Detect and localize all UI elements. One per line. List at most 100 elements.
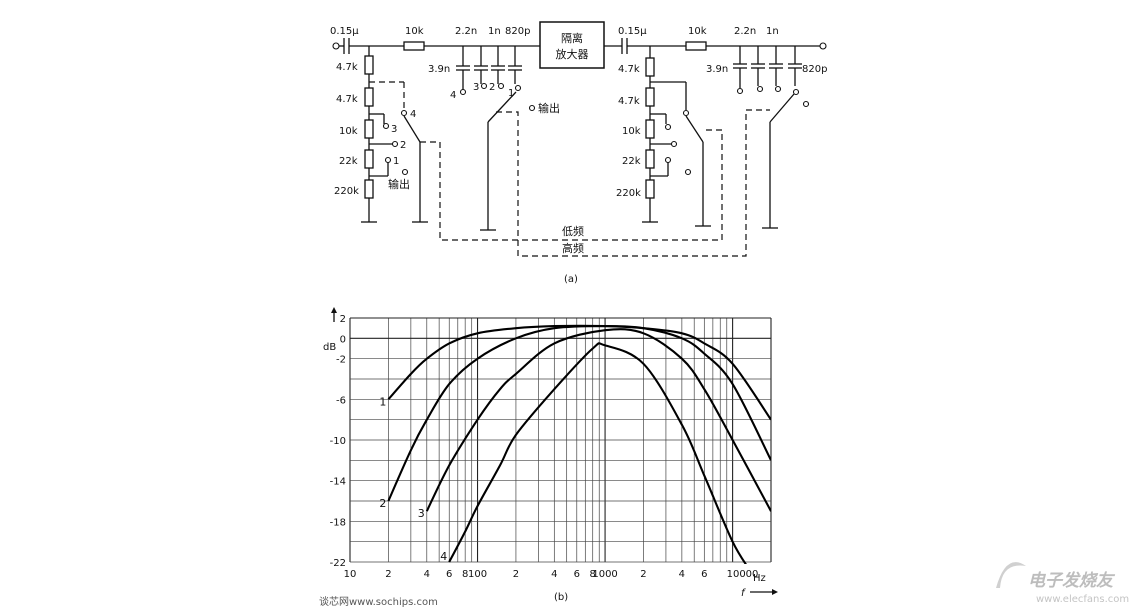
cap-1n-label: 1n <box>488 26 501 37</box>
ladder-resistor-22k <box>364 149 374 169</box>
low-freq-label: 低频 <box>562 224 584 238</box>
x-tick-label: 6 <box>446 569 452 580</box>
stage2-ladder-label-3: 10k <box>622 126 641 137</box>
x-tick-label: 2 <box>640 569 646 580</box>
x-axis-arrowhead <box>772 589 778 595</box>
watermark-sochips: 谈芯网www.sochips.com <box>319 595 438 608</box>
x-tick-label: 10000 <box>727 569 759 580</box>
response-curve-4 <box>448 342 747 564</box>
x-tick-label: 2 <box>513 569 519 580</box>
selector-switch-hf-1: 输出 <box>480 91 560 231</box>
response-curve-2 <box>387 325 771 502</box>
caption-a: (a) <box>564 274 578 285</box>
svg-text:3: 3 <box>391 124 397 135</box>
logo-text: 电子发烧友 <box>1028 571 1116 591</box>
y-tick-label: 2 <box>340 314 346 325</box>
curve-label-4: 4 <box>440 550 447 563</box>
x-tick-label: 1000 <box>592 569 617 580</box>
ladder-resistor-4k7-a <box>364 55 374 75</box>
chart-grid <box>349 317 772 563</box>
input-capacitor-label: 0.15μ <box>330 26 359 37</box>
cap-3n9-label: 3.9n <box>428 64 450 75</box>
logo-url: www.elecfans.com <box>1036 594 1129 605</box>
svg-text:1: 1 <box>393 156 399 167</box>
amp-label-1: 隔离 <box>561 31 583 45</box>
gang-link-dashed: 低频 高频 <box>420 109 770 257</box>
stage2-ladder-label-5: 220k <box>616 188 641 199</box>
high-freq-label: 高频 <box>562 241 584 255</box>
x-tick-label: 4 <box>679 569 685 580</box>
y-tick-label: -2 <box>336 355 346 366</box>
x-tick-label: 4 <box>551 569 557 580</box>
resistor-ladder-1: 4.7k 4.7k 10k 22k 220k 3 2 1 <box>334 46 428 223</box>
ladder-label-5: 220k <box>334 186 359 197</box>
x-tick-label: 100 <box>468 569 487 580</box>
output-label-upper: 输出 <box>538 101 560 115</box>
stage2-cap-1n: 1n <box>766 26 779 37</box>
ladder-resistor-220k <box>364 179 374 199</box>
curve-label-1: 1 <box>379 395 386 408</box>
amp-label-2: 放大器 <box>556 47 589 61</box>
output-label-lower: 输出 <box>388 177 410 191</box>
x-axis-label: f <box>741 588 746 599</box>
y-tick-label: -6 <box>336 395 346 406</box>
stage2-cap-label: 0.15μ <box>618 26 647 37</box>
y-tick-label: -22 <box>330 558 346 569</box>
stage2-cap-2n2: 2.2n <box>734 26 756 37</box>
caption-b: (b) <box>554 592 568 603</box>
y-axis-arrowhead <box>331 307 337 313</box>
y-tick-label: -18 <box>330 517 346 528</box>
stage2-ladder-label-4: 22k <box>622 156 641 167</box>
y-axis-label: dB <box>323 342 336 353</box>
svg-text:2: 2 <box>400 140 406 151</box>
cap-2n2-label: 2.2n <box>455 26 477 37</box>
watermark-logo: 电子发烧友 www.elecfans.com <box>996 562 1129 605</box>
stage2-resistor-label: 10k <box>688 26 707 37</box>
ladder-label-2: 4.7k <box>336 94 358 105</box>
capacitor-bank-2 <box>733 46 810 108</box>
ladder-label-4: 22k <box>339 156 358 167</box>
resistor-ladder-2: 4.7k 4.7k 10k 22k 220k <box>616 46 711 227</box>
x-tick-label: 6 <box>574 569 580 580</box>
stage2-ladder-label-2: 4.7k <box>618 96 640 107</box>
x-tick-label: 10 <box>344 569 357 580</box>
ladder-resistor-10k <box>364 119 374 139</box>
svg-text:2: 2 <box>489 82 495 93</box>
output-terminal <box>819 42 827 50</box>
svg-text:3: 3 <box>473 82 479 93</box>
stage2-series-resistor <box>685 41 707 51</box>
x-tick-label: 2 <box>385 569 391 580</box>
curve-labels: 1 2 3 4 <box>379 395 447 563</box>
cap-820p-label: 820p <box>505 26 530 37</box>
x-tick-label: 4 <box>424 569 430 580</box>
series-resistor <box>403 41 425 51</box>
x-tick-label: 6 <box>701 569 707 580</box>
svg-text:1: 1 <box>508 88 514 99</box>
x-tick-label: 8 <box>590 569 596 580</box>
y-tick-label: -10 <box>330 436 346 447</box>
svg-text:4: 4 <box>410 109 416 120</box>
stage2-cap-3n9: 3.9n <box>706 64 728 75</box>
y-tick-label: 0 <box>340 334 346 345</box>
logo-swoosh-icon <box>996 562 1026 588</box>
selector-switch-hf-2 <box>762 93 795 229</box>
svg-text:4: 4 <box>450 90 456 101</box>
y-axis-ticks: 20-2-6-10-14-18-22 <box>330 314 346 569</box>
x-tick-label: 8 <box>462 569 468 580</box>
stage2-ladder-label-1: 4.7k <box>618 64 640 75</box>
stage2-cap-820p: 820p <box>802 64 827 75</box>
circuit-diagram: 0.15μ 10k 2.2n 1n 820p 3.9n 4 <box>330 21 827 285</box>
curve-label-3: 3 <box>418 507 425 520</box>
response-curves <box>387 324 771 564</box>
x-axis-unit: Hz <box>753 573 766 584</box>
capacitor-bank: 4 3 2 1 <box>450 46 522 101</box>
filter-stage-1: 0.15μ 10k 2.2n 1n 820p 3.9n 4 <box>330 26 560 231</box>
series-resistor-label: 10k <box>405 26 424 37</box>
ladder-label-3: 10k <box>339 126 358 137</box>
response-curve-3 <box>425 328 771 512</box>
ladder-resistor-4k7-b <box>364 87 374 107</box>
curve-label-2: 2 <box>379 497 386 510</box>
